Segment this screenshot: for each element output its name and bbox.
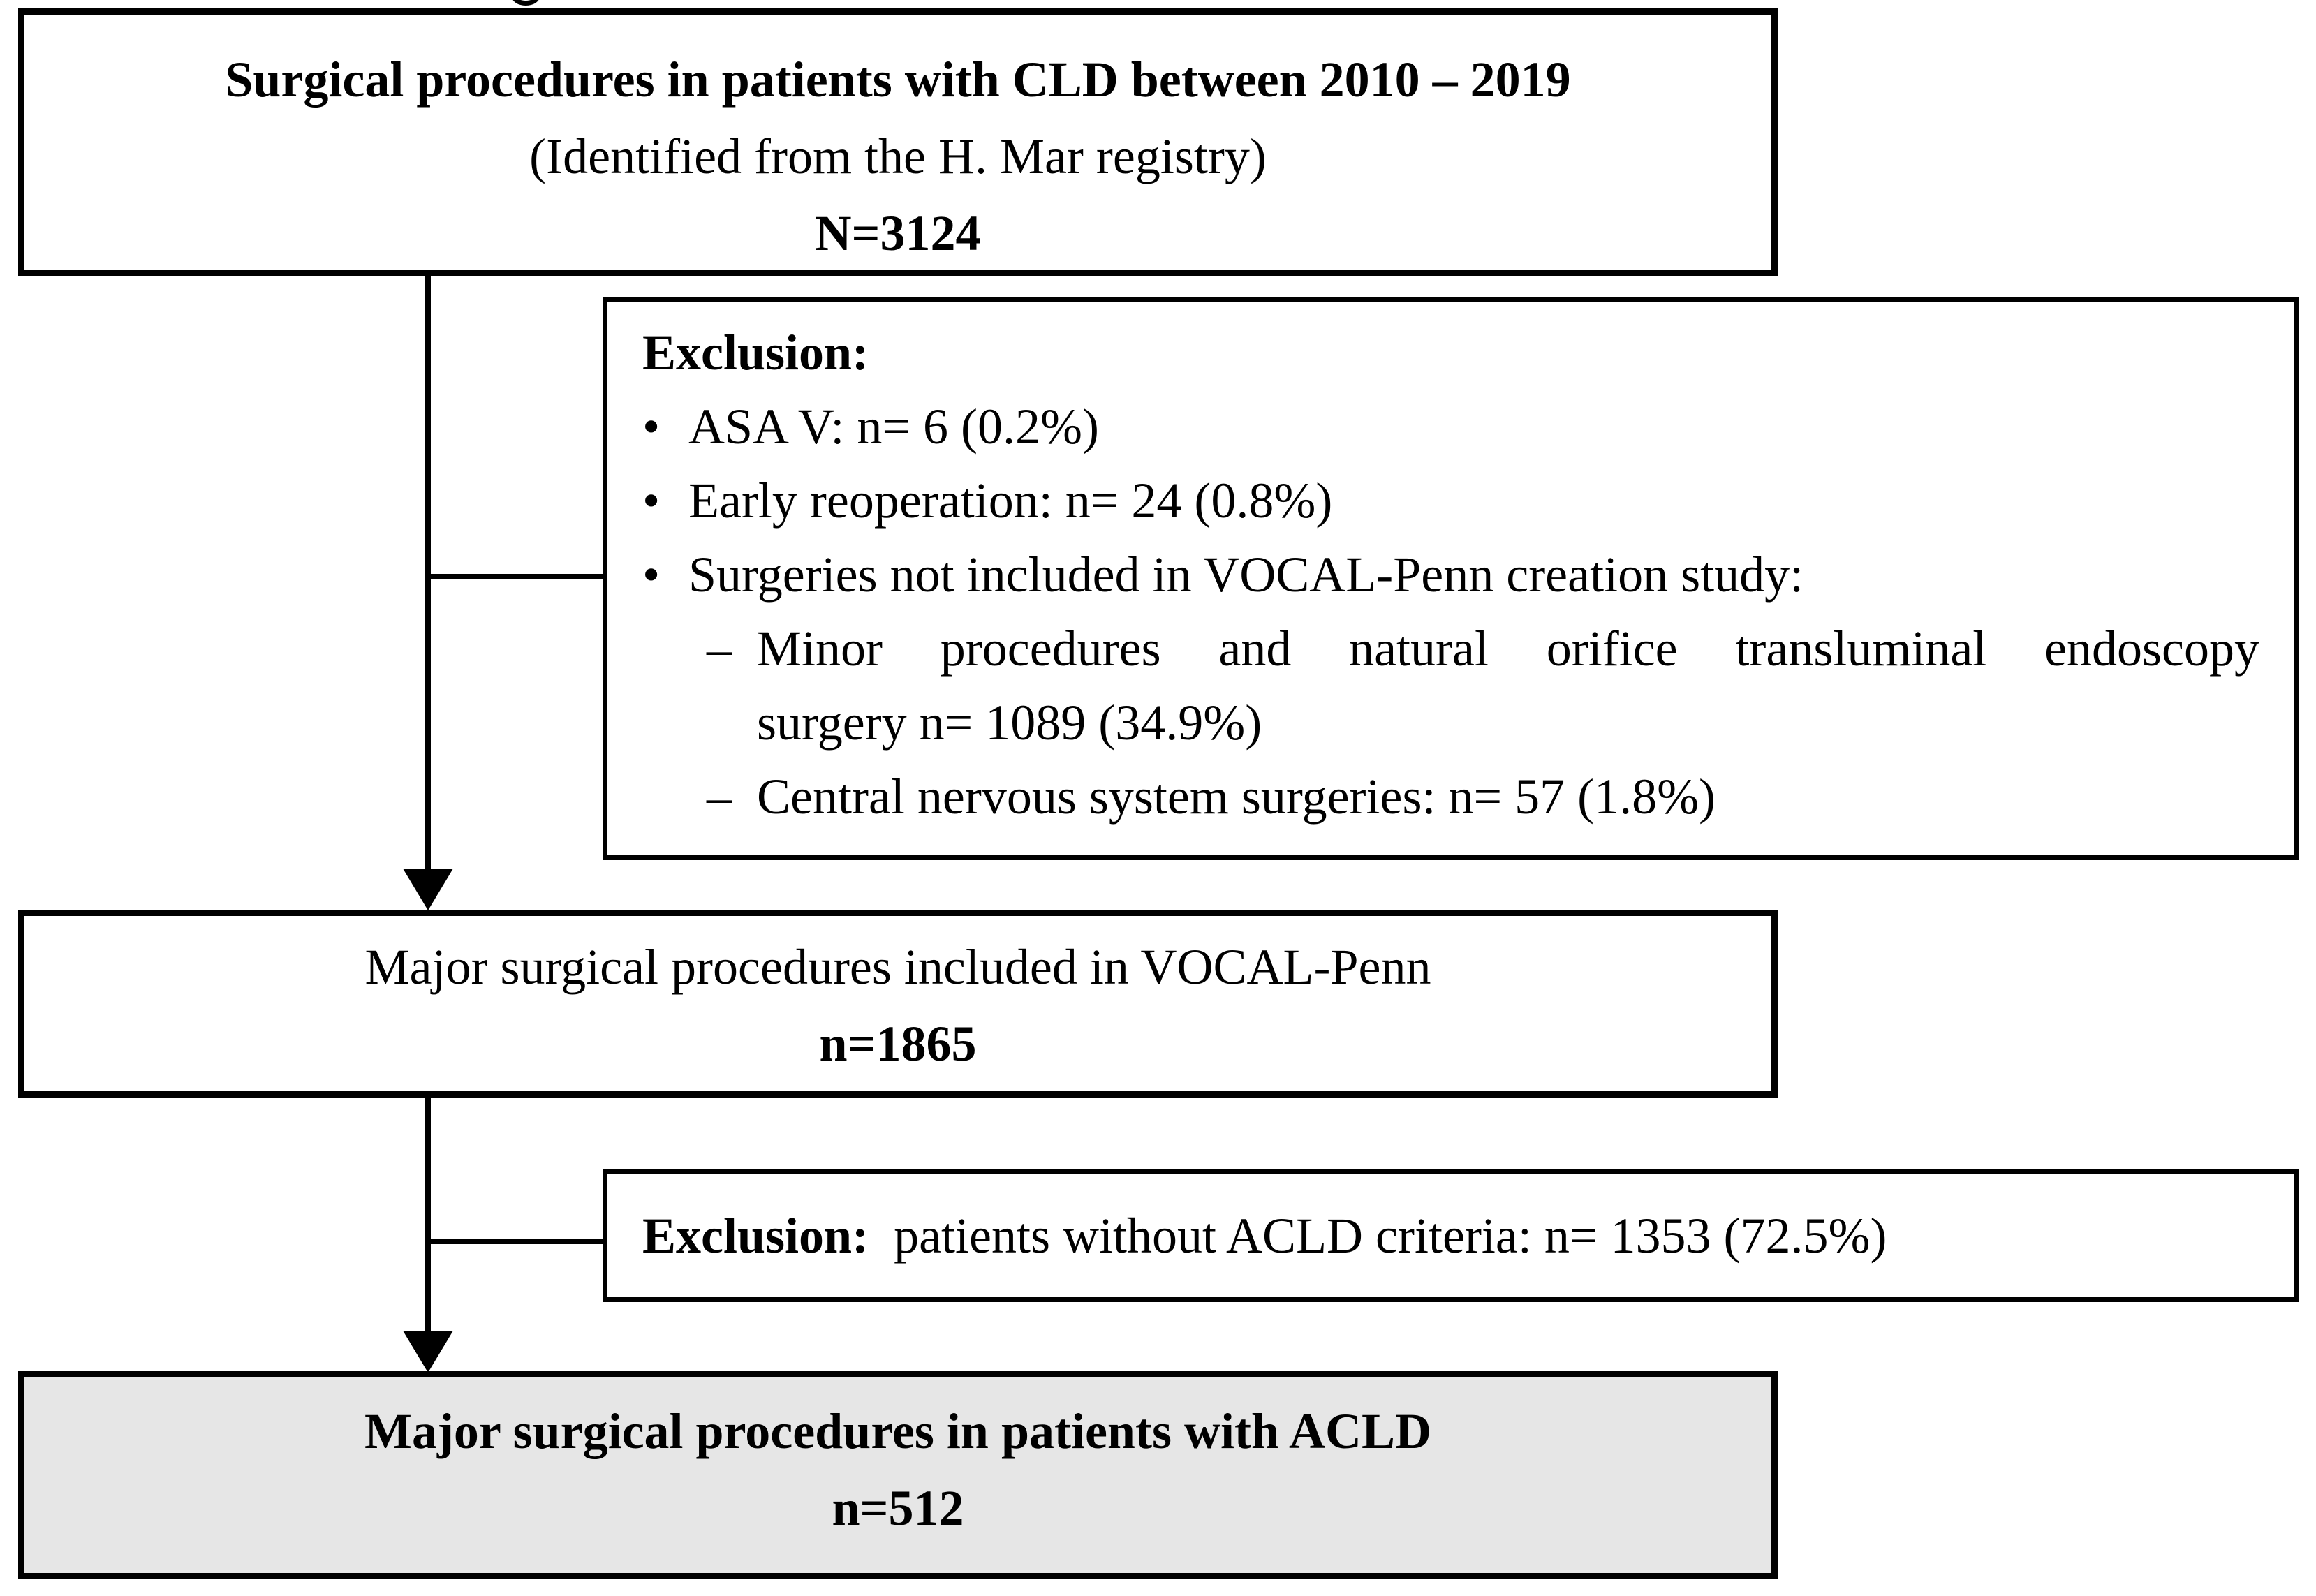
dash-icon: – — [707, 769, 732, 825]
cropped-text-remnant — [512, 0, 540, 6]
exclusion-1-item-asa: • ASA V: n= 6 (0.2%) — [642, 390, 2259, 464]
source-population-count: N=3124 — [815, 205, 981, 261]
flow-box-exclusion-1: Exclusion: • ASA V: n= 6 (0.2%) • Early … — [603, 297, 2299, 860]
connector-line-to-exclusion-1 — [428, 574, 603, 579]
arrowhead-to-bottom-box — [403, 1331, 453, 1373]
source-population-subtitle: (Identified from the H. Mar registry) — [529, 128, 1267, 184]
exclusion-1-heading: Exclusion: — [642, 325, 869, 380]
source-population-title: Surgical procedures in patients with CLD… — [225, 52, 1571, 108]
major-procedures-title: Major surgical procedures included in VO… — [364, 939, 1431, 995]
exclusion-1-item-reoperation: • Early reoperation: n= 24 (0.8%) — [642, 464, 2259, 538]
bullet-icon: • — [642, 547, 661, 603]
exclusion-1-item-reoperation-text: Early reoperation: n= 24 (0.8%) — [688, 473, 1333, 529]
bullet-icon: • — [642, 473, 661, 529]
final-cohort-title: Major surgical procedures in patients wi… — [364, 1403, 1432, 1459]
exclusion-1-subitem-cns-text: Central nervous system surgeries: n= 57 … — [757, 769, 1716, 825]
exclusion-1-subitem-cns: – Central nervous system surgeries: n= 5… — [707, 760, 2259, 834]
exclusion-1-subitem-minor-line1: Minor procedures and natural orifice tra… — [757, 621, 2259, 677]
exclusion-1-subitem-minor-line2: surgery n= 1089 (34.9%) — [757, 695, 1262, 751]
final-cohort-count: n=512 — [832, 1480, 964, 1536]
arrowhead-to-middle-box — [403, 869, 453, 910]
exclusion-1-subitem-minor-text: Minor procedures and natural orifice tra… — [757, 612, 2259, 760]
dash-icon: – — [707, 621, 732, 677]
connector-line-top-to-middle — [425, 275, 431, 870]
connector-line-middle-to-bottom — [425, 1096, 431, 1332]
exclusion-2-text: Exclusion: patients without ACLD criteri… — [642, 1207, 1887, 1265]
exclusion-2-heading: Exclusion: — [642, 1207, 869, 1264]
flow-box-major-procedures: Major surgical procedures included in VO… — [18, 910, 1778, 1098]
bullet-icon: • — [642, 399, 661, 455]
connector-line-to-exclusion-2 — [428, 1239, 603, 1244]
flow-box-final-cohort: Major surgical procedures in patients wi… — [18, 1371, 1778, 1579]
flow-box-exclusion-2: Exclusion: patients without ACLD criteri… — [603, 1169, 2299, 1302]
exclusion-1-item-asa-text: ASA V: n= 6 (0.2%) — [688, 399, 1099, 455]
major-procedures-count: n=1865 — [819, 1016, 977, 1072]
flow-box-source-population: Surgical procedures in patients with CLD… — [18, 8, 1778, 276]
exclusion-1-item-surgeries-text: Surgeries not included in VOCAL-Penn cre… — [688, 547, 1804, 603]
exclusion-1-subitem-minor: – Minor procedures and natural orifice t… — [707, 612, 2259, 760]
exclusion-1-item-surgeries: • Surgeries not included in VOCAL-Penn c… — [642, 538, 2259, 612]
exclusion-2-detail: patients without ACLD criteria: n= 1353 … — [894, 1207, 1887, 1264]
